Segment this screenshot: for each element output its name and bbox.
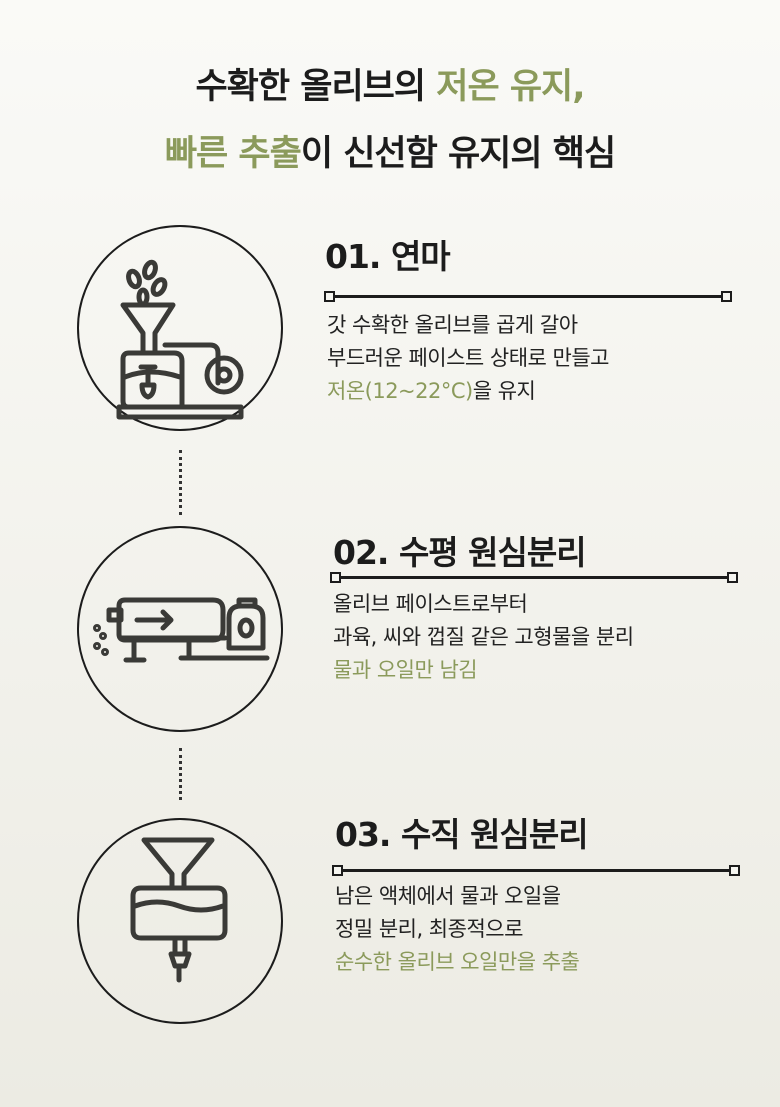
connector-dots <box>179 450 182 515</box>
headline-text: 수확한 올리브의 <box>195 67 437 107</box>
description-accent: 물과 오일만 남김 <box>333 658 478 682</box>
headline-accent: 빠른 추출 <box>164 134 302 174</box>
description-accent: 저온(12~22°C) <box>327 379 473 403</box>
headline-line-2: 빠른 추출이 신선함 유지의 핵심 <box>0 125 780 176</box>
olive-mill-icon <box>77 225 283 431</box>
step-1-description: 갓 수확한 올리브를 곱게 갈아 부드러운 페이스트 상태로 만들고 저온(12… <box>327 309 610 408</box>
description-accent: 순수한 올리브 오일만을 추출 <box>335 950 580 974</box>
step-2-divider <box>330 572 738 583</box>
connector-dots <box>179 748 182 800</box>
headline-accent: 저온 유지, <box>436 67 585 107</box>
description-line: 을 유지 <box>472 379 536 403</box>
step-1-divider <box>324 291 732 302</box>
description-line: 부드러운 페이스트 상태로 만들고 <box>327 346 610 370</box>
description-line: 갓 수확한 올리브를 곱게 갈아 <box>327 313 578 337</box>
step-3-title: 03. 수직 원심분리 <box>335 815 589 854</box>
step-2-description: 올리브 페이스트로부터 과육, 씨와 껍질 같은 고형물을 분리 물과 오일만 … <box>333 588 634 687</box>
headline-text: 이 신선함 유지의 핵심 <box>300 134 616 174</box>
headline-line-1: 수확한 올리브의 저온 유지, <box>0 58 780 109</box>
horizontal-centrifuge-icon <box>77 526 283 732</box>
description-line: 정밀 분리, 최종적으로 <box>335 917 523 941</box>
step-2-title: 02. 수평 원심분리 <box>333 533 587 572</box>
vertical-centrifuge-icon <box>77 818 283 1024</box>
description-line: 남은 액체에서 물과 오일을 <box>335 884 561 908</box>
description-line: 올리브 페이스트로부터 <box>333 592 528 616</box>
step-3-divider <box>332 865 740 876</box>
step-3-description: 남은 액체에서 물과 오일을 정밀 분리, 최종적으로 순수한 올리브 오일만을… <box>335 880 580 979</box>
description-line: 과육, 씨와 껍질 같은 고형물을 분리 <box>333 625 634 649</box>
step-1-title: 01. 연마 <box>325 237 451 276</box>
